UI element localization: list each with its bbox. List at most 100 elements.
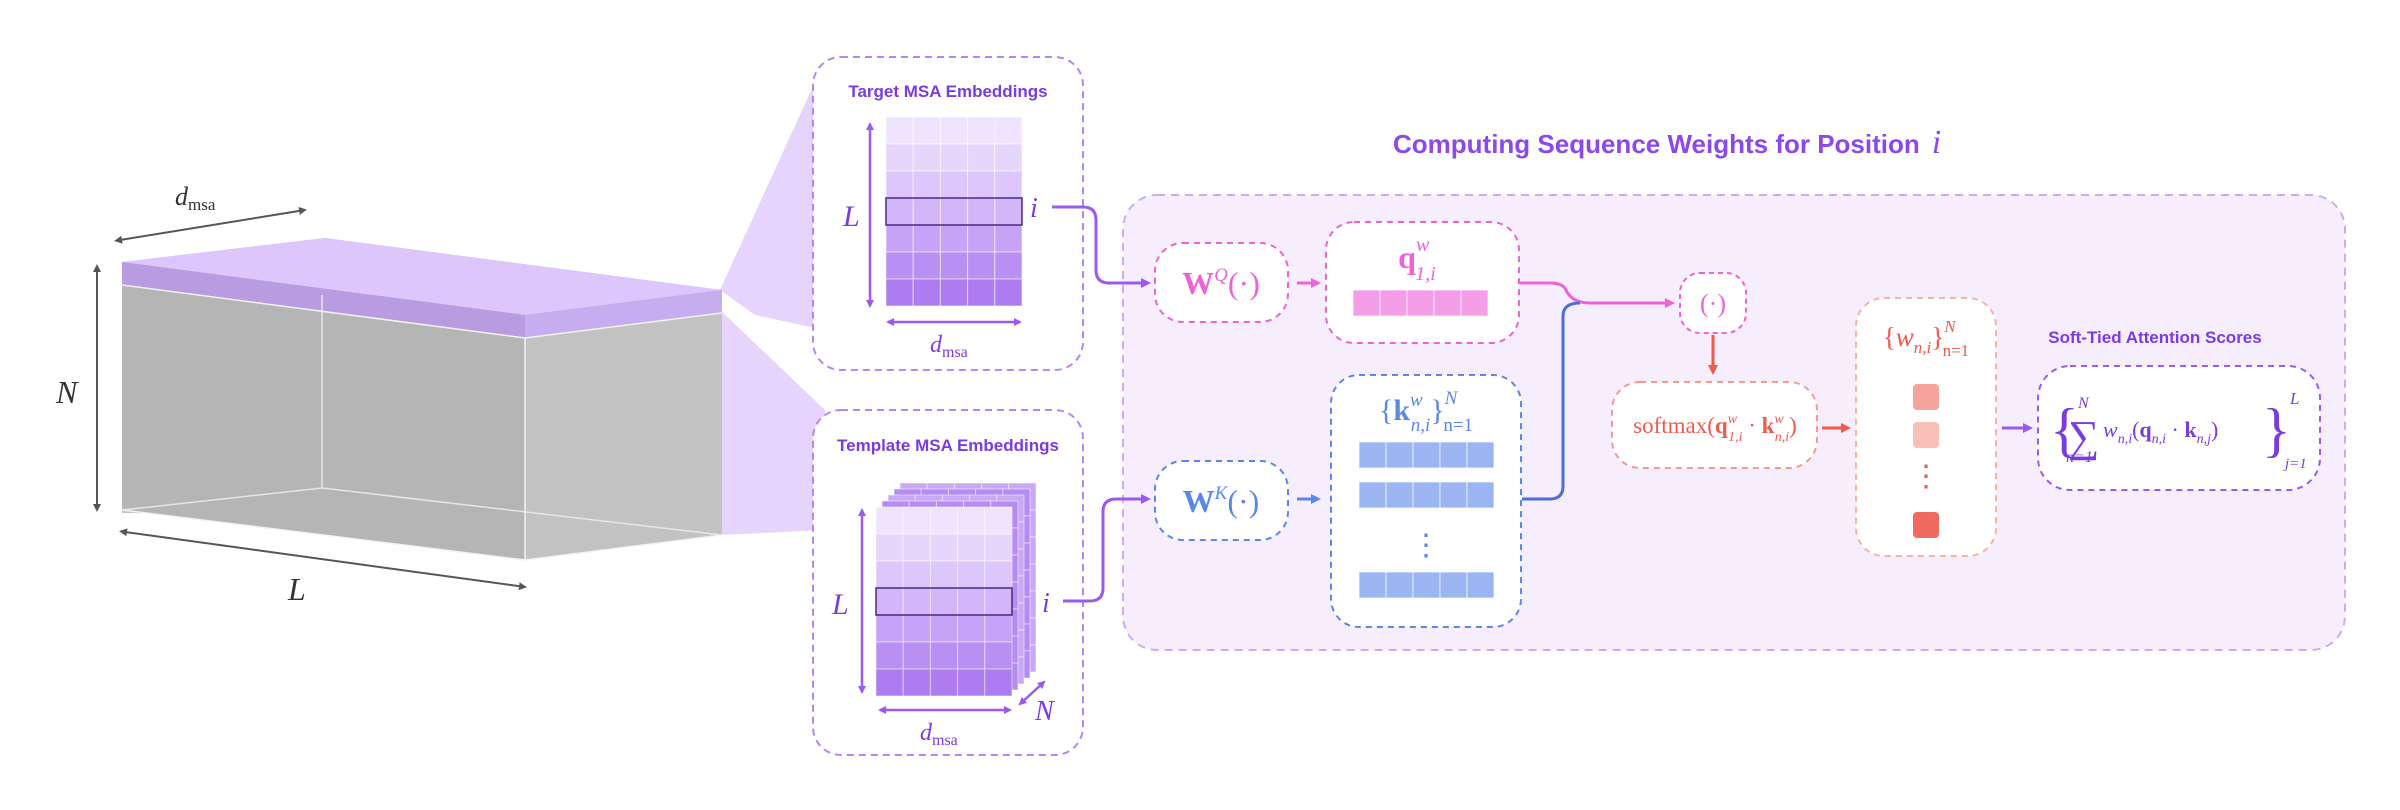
svg-text:j=1: j=1 <box>2283 456 2307 472</box>
template-grid-cell <box>902 587 931 616</box>
key-cell <box>1439 481 1468 509</box>
query-cell <box>1352 289 1381 317</box>
template-grid-cell <box>902 560 931 589</box>
svg-text:softmax(qw1,i · kwn,i): softmax(qw1,i · kwn,i) <box>1633 412 1797 445</box>
target-grid-cell <box>967 197 996 226</box>
soft-tied-scores-box: { ∑ N n=1 wn,i(qn,i · kn,j) } L j=1 <box>2037 365 2321 491</box>
svg-text:WK(·): WK(·) <box>1183 483 1260 519</box>
tensor-l-label: L <box>287 571 306 607</box>
template-grid-cell <box>929 668 959 697</box>
target-grid-cell <box>885 143 914 172</box>
target-grid-cell <box>939 278 969 307</box>
template-grid-cell <box>875 533 904 562</box>
target-grid-cell <box>967 143 996 172</box>
template-grid-cell <box>984 614 1013 643</box>
target-grid-cell <box>994 143 1023 172</box>
target-embedding-grid <box>885 116 1023 307</box>
template-grid-cell <box>929 641 959 670</box>
template-grid-cell <box>957 614 986 643</box>
template-grid-cell <box>902 506 931 535</box>
target-i-label: i <box>1030 193 1038 224</box>
target-grid-cell <box>994 197 1023 226</box>
key-cell <box>1412 571 1441 599</box>
projection-wedge-top <box>720 60 825 330</box>
dmsa-arrow <box>114 207 307 244</box>
svg-text:n=1: n=1 <box>2066 449 2093 466</box>
template-grid-cell <box>902 641 931 670</box>
k-to-dot-path <box>1522 301 1581 501</box>
key-cell <box>1412 441 1441 469</box>
svg-text:{kwn,i}Nn=1: {kwn,i}Nn=1 <box>1379 388 1473 436</box>
target-grid-cell <box>885 170 914 199</box>
weight-cell <box>1913 384 1939 410</box>
target-grid-cell <box>912 143 941 172</box>
target-grid-cell <box>967 170 996 199</box>
target-grid-cell <box>885 251 914 280</box>
key-cell <box>1466 571 1495 599</box>
template-grid-cell <box>875 614 904 643</box>
target-l-label: L <box>842 200 860 233</box>
target-grid-cell <box>939 116 969 145</box>
target-grid-cell <box>994 278 1023 307</box>
key-cell <box>1385 481 1414 509</box>
key-cell <box>1385 571 1414 599</box>
target-grid-cell <box>912 224 941 253</box>
template-grid-cell <box>929 533 959 562</box>
target-to-wq-arrow <box>1052 205 1151 288</box>
target-grid-cell <box>939 170 969 199</box>
target-grid-cell <box>885 116 914 145</box>
template-grid-cell <box>957 587 986 616</box>
scores-title: Soft-Tied Attention Scores <box>2048 328 2261 347</box>
template-embedding-stack <box>875 482 1037 697</box>
weight-cell <box>1913 512 1939 538</box>
template-to-wk-arrow <box>1063 494 1151 603</box>
template-grid-cell <box>929 587 959 616</box>
svg-text:qw1,i: qw1,i <box>1398 234 1436 285</box>
dot-product-box: (·) <box>1679 272 1747 334</box>
target-grid-cell <box>885 278 914 307</box>
template-grid-cell <box>875 641 904 670</box>
key-cell <box>1358 571 1387 599</box>
target-grid-cell <box>885 197 914 226</box>
target-grid-cell <box>994 170 1023 199</box>
template-grid-cell <box>957 533 986 562</box>
template-grid-cell <box>957 641 986 670</box>
svg-text:WQ(·): WQ(·) <box>1182 265 1260 301</box>
target-grid-cell <box>967 116 996 145</box>
target-grid-cell <box>939 143 969 172</box>
wk-projection-box: WK(·) <box>1154 460 1289 541</box>
msa-tensor: dmsa N L <box>55 60 825 607</box>
template-grid-cell <box>957 560 986 589</box>
target-grid-cell <box>912 278 941 307</box>
svg-text:wn,i(qn,i · kn,j): wn,i(qn,i · kn,j) <box>2103 417 2218 447</box>
target-grid-cell <box>912 116 941 145</box>
wq-projection-box: WQ(·) <box>1154 242 1289 323</box>
template-msa-panel: Template MSA Embeddings L i dmsa N <box>812 409 1084 756</box>
query-cell <box>1406 289 1435 317</box>
query-cell <box>1460 289 1489 317</box>
weight-ellipsis: ⋮ <box>1911 460 1941 493</box>
template-dmsa-label: dmsa <box>920 720 958 749</box>
key-cell <box>1385 441 1414 469</box>
template-grid-cell <box>875 668 904 697</box>
tensor-dmsa-label: dmsa <box>175 182 216 214</box>
weight-cells <box>1913 384 1939 538</box>
svg-text:L: L <box>2289 389 2299 408</box>
target-grid-cell <box>912 197 941 226</box>
target-grid-cell <box>967 224 996 253</box>
template-grid-cell <box>984 533 1013 562</box>
key-cell <box>1439 441 1468 469</box>
target-grid-cell <box>912 170 941 199</box>
target-panel-title: Target MSA Embeddings <box>848 82 1047 101</box>
template-panel-title: Template MSA Embeddings <box>837 436 1059 455</box>
template-grid-cell <box>984 506 1013 535</box>
key-cell <box>1439 571 1468 599</box>
weight-cell <box>1913 422 1939 448</box>
svg-text:N: N <box>2077 395 2090 412</box>
template-i-label: i <box>1042 588 1050 619</box>
template-grid-cell <box>984 641 1013 670</box>
template-position-row <box>875 587 1013 616</box>
